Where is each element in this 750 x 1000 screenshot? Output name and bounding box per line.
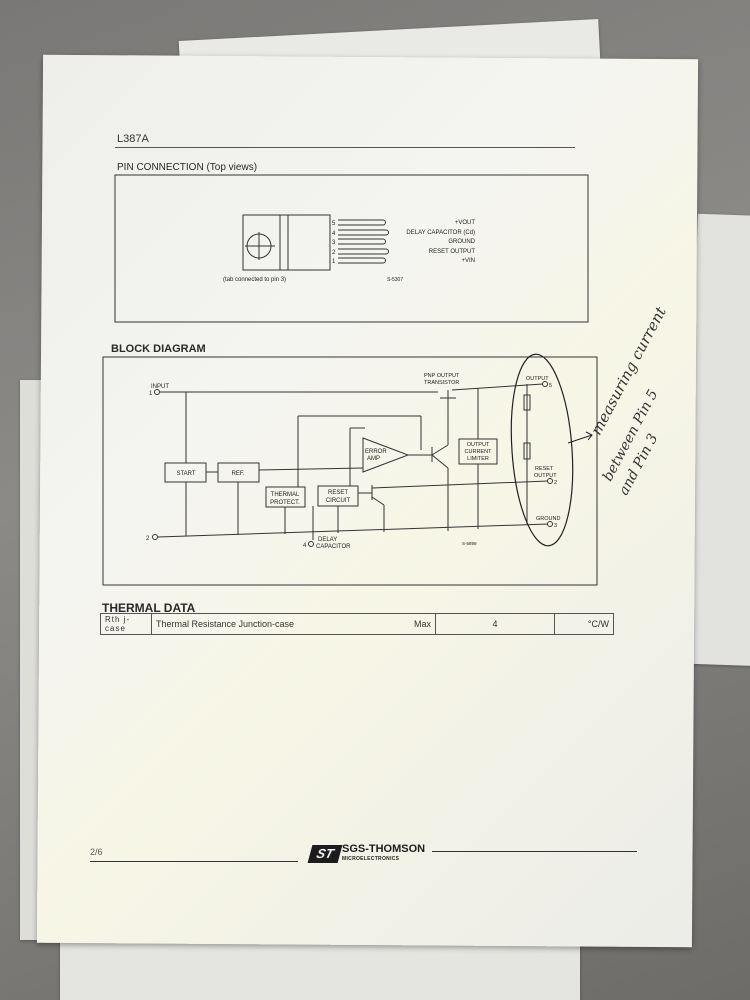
pin-number: 3 <box>332 240 336 246</box>
limiter-label: OUTPUT <box>467 442 490 448</box>
thermal-protect-block <box>265 486 306 508</box>
thermal-label: PROTECT. <box>270 500 300 506</box>
thermal-data-table: Rth j-case Thermal Resistance Junction-c… <box>100 613 614 635</box>
reset-label: CIRCUIT <box>326 498 351 504</box>
footer-rule <box>90 861 298 862</box>
error-amp-triangle <box>362 437 410 473</box>
hand-drawn-arrow <box>567 431 593 444</box>
reset-label: RESET <box>328 490 348 496</box>
brand-subtitle: MICROELECTRONICS <box>342 856 400 862</box>
page-number: 2/6 <box>90 847 103 857</box>
pin-label: 5 <box>549 383 552 389</box>
reset-output-label: RESET <box>535 466 554 472</box>
pnp-label: PNP OUTPUT <box>424 373 460 379</box>
pin-label: 2 <box>554 480 557 486</box>
thermal-data-title: THERMAL DATA <box>102 601 196 615</box>
error-amp-label: ERROR <box>365 449 387 455</box>
pnp-label: TRANSISTOR <box>424 380 459 386</box>
pin-leads <box>338 219 389 264</box>
error-amp-label: AMP <box>367 456 380 462</box>
pin-label: 2 <box>146 536 150 542</box>
brand-name: SGS-THOMSON <box>342 843 426 855</box>
limiter-label: CURRENT <box>465 449 493 455</box>
pin-label: GROUND <box>448 239 475 245</box>
table-row: Rth j-case Thermal Resistance Junction-c… <box>100 613 614 635</box>
pin-connection-frame <box>114 174 589 323</box>
limit-cell: Max <box>377 613 436 635</box>
part-number: L387A <box>117 133 149 145</box>
header-rule <box>115 147 575 148</box>
resistor <box>523 394 531 411</box>
pin-label: 1 <box>149 391 153 397</box>
thermal-label: THERMAL <box>271 492 300 498</box>
ref-label: REF. <box>231 471 244 477</box>
start-block <box>164 462 207 483</box>
parameter-cell: Thermal Resistance Junction-case <box>151 613 377 635</box>
ground-label: GROUND <box>536 516 560 522</box>
pin-number: 1 <box>332 259 336 265</box>
st-logo: ST <box>307 845 343 863</box>
figure-code: S-5307 <box>387 277 403 283</box>
unit-cell: °C/W <box>554 613 614 635</box>
pin-number: 4 <box>332 231 336 237</box>
reset-circuit-block <box>317 485 359 507</box>
pin-label: DELAY CAPACITOR (Cd) <box>406 230 475 236</box>
package-body <box>242 214 331 271</box>
start-label: START <box>176 471 195 477</box>
symbol-cell: Rth j-case <box>100 613 152 635</box>
limiter-label: LIMITER <box>467 456 489 462</box>
figure-code: S-5899 <box>462 541 477 546</box>
resistor <box>523 442 531 460</box>
input-label: INPUT <box>151 384 169 390</box>
hand-drawn-circle <box>510 353 574 547</box>
delay-label: CAPACITOR <box>316 544 351 550</box>
block-diagram-frame <box>102 356 598 586</box>
delay-label: DELAY <box>318 537 337 543</box>
pin-label: RESET OUTPUT <box>429 249 476 255</box>
section-subtitle: (Top views) <box>206 162 258 173</box>
value-cell: 4 <box>435 613 555 635</box>
pin-label: 4 <box>303 543 307 549</box>
pin-connection-title: PIN CONNECTION (Top views) <box>117 162 257 173</box>
footer-rule <box>432 851 637 852</box>
ref-block <box>217 462 260 483</box>
pin-label: +VIN <box>461 258 475 264</box>
pin-number: 5 <box>332 221 336 227</box>
reset-output-label: OUTPUT <box>534 473 557 479</box>
pin-label: +VOUT <box>455 220 476 226</box>
pin-number: 2 <box>332 250 336 256</box>
output-label: OUTPUT <box>526 376 549 382</box>
tab-note: (tab connected to pin 3) <box>223 277 286 283</box>
block-diagram-title: BLOCK DIAGRAM <box>111 343 206 355</box>
pin-label: 3 <box>554 523 557 529</box>
section-title: PIN CONNECTION <box>117 162 204 173</box>
